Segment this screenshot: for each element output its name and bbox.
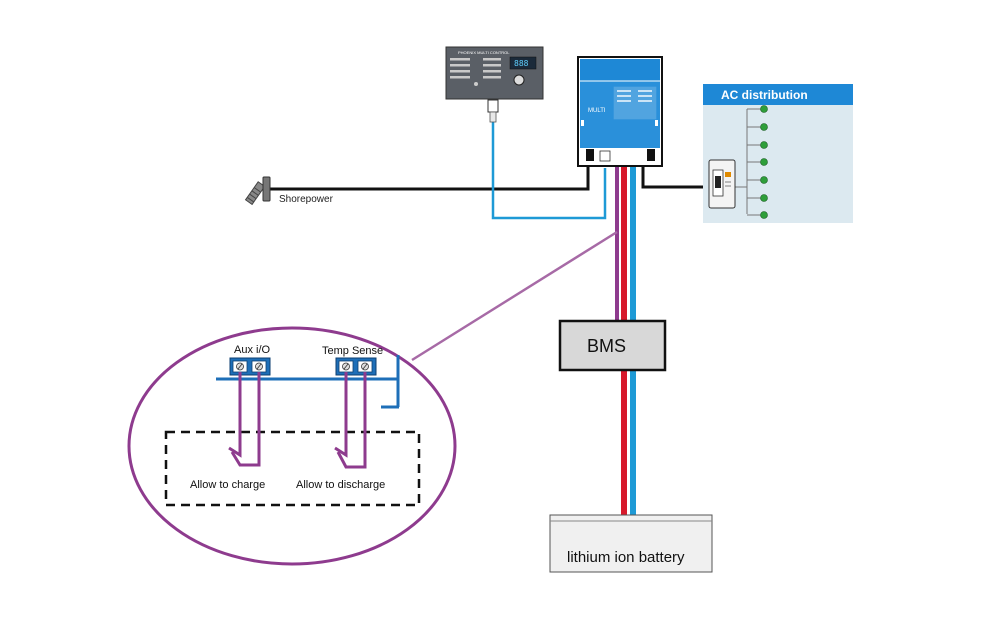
breaker-icon (708, 159, 736, 209)
bms-box: BMS (558, 319, 667, 372)
ac-distribution-panel: AC distribution (703, 84, 853, 223)
inverter-model-label: MULTI (588, 108, 606, 114)
control-panel-title: PHOENIX MULTI CONTROL (458, 50, 510, 55)
breaker-green-dot (760, 123, 768, 131)
breaker-outputs (747, 105, 768, 219)
breaker-green-dot (760, 194, 768, 202)
control-panel-display-text: 888 (514, 59, 529, 68)
inverter-front-panel (613, 86, 657, 120)
allow-to-charge-wires (228, 372, 261, 467)
battery-label: lithium ion battery (567, 549, 685, 566)
battery: lithium ion battery (549, 514, 713, 573)
zoom-detail: Aux i/O Temp Sense Allow to (127, 326, 457, 566)
ac-distribution-header (703, 84, 853, 105)
battery-cables (615, 152, 636, 516)
ac-distribution-label: AC distribution (721, 88, 808, 102)
shorepower-line (270, 160, 590, 191)
aux-io-label: Aux i/O (234, 344, 271, 356)
shorepower-label: Shorepower (279, 194, 334, 205)
breaker-green-dot (760, 105, 768, 113)
control-cable (491, 122, 607, 220)
allow-to-discharge-wires (334, 372, 367, 469)
allow-to-charge-label: Allow to charge (190, 479, 265, 491)
control-panel-leds (450, 58, 501, 79)
bms-label: BMS (587, 336, 626, 356)
inverter-multi: MULTI (577, 56, 663, 167)
control-panel-display (509, 56, 537, 70)
control-panel: PHOENIX MULTI CONTROL 888 (445, 46, 544, 100)
shorepower-plug-icon (244, 176, 271, 206)
rj45-plug-icon (487, 99, 499, 123)
aux-io-connector (229, 357, 271, 376)
zoom-ellipse (127, 326, 457, 566)
breaker-green-dot (760, 141, 768, 149)
temp-sense-connector (335, 357, 377, 376)
zoom-connector-line (411, 230, 618, 362)
ac-output-line (641, 160, 711, 189)
bms-relay-dashed-box (164, 430, 421, 507)
breaker-green-dot (760, 176, 768, 184)
control-panel-knob (513, 74, 525, 86)
breaker-green-dot (760, 211, 768, 219)
temp-sense-label: Temp Sense (322, 345, 383, 357)
allow-to-discharge-label: Allow to discharge (296, 479, 385, 491)
breaker-green-dot (760, 158, 768, 166)
